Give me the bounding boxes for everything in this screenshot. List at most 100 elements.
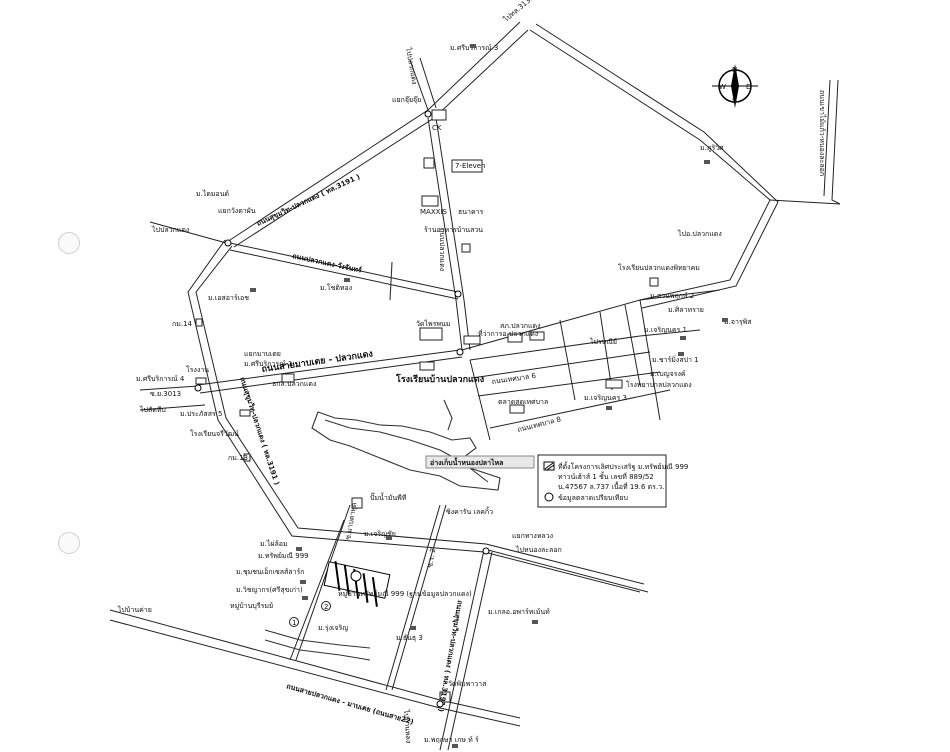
road-pluakdaeng-wangchan xyxy=(229,242,459,293)
subject-marker-a xyxy=(350,570,362,582)
place-40: ม.ทรัพย์มณี 999 xyxy=(258,552,309,560)
place-49: วัดพิมพาวาส xyxy=(448,680,487,688)
place-8: ม.ไดมอนด์ xyxy=(196,189,229,198)
road-west-small xyxy=(139,404,206,411)
junction xyxy=(224,239,232,247)
place-42: ม.ชุมชนเอ็กเซลส์ลาร์ก xyxy=(236,567,305,576)
legend-box xyxy=(537,454,667,508)
compass: N W E S xyxy=(712,64,758,108)
place-16: ม.เจริญนคร 1 xyxy=(644,326,687,334)
reservoir-label-box xyxy=(425,455,535,469)
reservoir-label: อ่างเก็บน้ำหนองปลาไหล xyxy=(430,456,503,467)
reservoir-outline xyxy=(311,411,501,491)
house-glyph xyxy=(250,288,256,292)
factory-icon xyxy=(351,497,363,509)
road-label-pluakdaeng: ถนนปลวกแดง xyxy=(438,228,446,271)
place-31: ซ.ย.3013 xyxy=(150,390,181,398)
legend-line-3: น.47567 ล.737 เนื้อที่ 19.6 ตร.ว. xyxy=(558,480,664,491)
legend-swatch-lines xyxy=(544,462,555,471)
road-soi-2-edge xyxy=(391,504,447,691)
road-sukhumvit-west-edge xyxy=(195,245,645,585)
place-6: ร้านอาหารบ้านสวน xyxy=(424,226,483,234)
place-2: CK xyxy=(432,124,442,132)
place-13: ม.สวนพฤกษ์ 2 xyxy=(650,292,694,300)
junctions xyxy=(194,110,490,708)
house-glyphs xyxy=(250,44,728,748)
road-east-branch xyxy=(769,199,841,205)
place-19: ที่ว่าการอ.ปลวกแดง xyxy=(478,329,538,338)
road-town-grid-2 xyxy=(471,351,651,379)
house-glyph xyxy=(344,278,350,282)
road-to-pluakdaeng-top-edge xyxy=(419,57,437,109)
marker-2 xyxy=(321,601,331,611)
marker-2-label: 2 xyxy=(324,603,328,611)
house-glyph xyxy=(704,160,710,164)
place-41: ม.เจริญชัย xyxy=(364,530,396,538)
road-pluakdaeng-wangchan-edge xyxy=(229,249,459,300)
road-town-grid-6 xyxy=(599,311,613,391)
km14-icon xyxy=(195,318,203,327)
subject-property-hatch xyxy=(334,560,378,607)
creek-south xyxy=(264,629,371,649)
road-right-vertical-edge xyxy=(823,79,831,197)
junction xyxy=(194,384,202,392)
place-46: ม.รุ่งเจริญ xyxy=(318,624,348,632)
dir-to-3138: ไปทล.3138 xyxy=(501,0,536,24)
road-label-rc2: ซ.ร. 2 xyxy=(426,548,437,569)
maxxis-building-icon xyxy=(421,195,439,207)
legend: ที่ตั้งโครงการเลิศประเสริฐ ม.ทรัพย์มณี 9… xyxy=(537,454,688,508)
place-14: ม.ศิลาทราย xyxy=(668,306,704,314)
road-pluakdaeng-ns xyxy=(427,117,463,351)
marker-1-label: 1 xyxy=(292,619,296,627)
road-sukhumvit-south-edge xyxy=(447,551,493,751)
house-glyph xyxy=(410,626,416,630)
place-48: ม.เกลอ.อพาร์ทเม้นท์ xyxy=(488,608,550,616)
house-glyph xyxy=(470,44,476,48)
place-30: ม.ศรีบริการณ์ 4 xyxy=(136,375,185,383)
road-to-pluakdaeng-top xyxy=(409,59,429,111)
place-24: ม.เจริญนคร 3 xyxy=(584,394,627,402)
dir-to-laemchabang: ไปอ.ปลวกแดง xyxy=(677,229,722,238)
binder-hole-bottom xyxy=(58,532,80,554)
place-20: ไปรษณีย์ xyxy=(589,337,617,346)
road-soi-left xyxy=(295,504,351,661)
road-ne-diagonal-edge xyxy=(535,23,779,309)
compass-w: W xyxy=(719,83,726,91)
road-town-grid-3 xyxy=(477,371,661,397)
house-glyph xyxy=(300,580,306,584)
place-37: ปั๊มน้ำมันพีที xyxy=(370,491,407,502)
junction xyxy=(482,547,490,555)
place-47: ม.ธันธุ 3 xyxy=(396,634,423,642)
place-5: ธนาคาร xyxy=(458,208,484,216)
place-32: ม.ประภัสสร 5 xyxy=(180,410,222,418)
police-station-icon xyxy=(507,333,523,343)
junction xyxy=(456,348,464,356)
house-glyph xyxy=(302,596,308,600)
road-town-grid-1 xyxy=(469,329,701,361)
junction xyxy=(436,700,444,708)
place-7: ม.ภูริวิศ xyxy=(700,144,724,152)
road-town-grid-7 xyxy=(624,304,641,386)
binder-hole-top xyxy=(58,232,80,254)
baac-bank-icon xyxy=(281,373,295,383)
stream-north xyxy=(389,261,393,301)
subject-property xyxy=(323,560,391,607)
road-label-pluak-north: ไปปลวกแดง xyxy=(404,46,420,85)
house-glyph xyxy=(722,318,728,322)
icons xyxy=(195,109,659,703)
dir-to-rayong-south: ไปบ้านพลง xyxy=(402,709,413,744)
road-soi-2 xyxy=(385,504,441,691)
place-1: แยกจุ๊ยจุ๊ย xyxy=(392,96,421,104)
road-soi-mid xyxy=(289,519,345,661)
house-glyph xyxy=(678,352,684,356)
creek-north xyxy=(443,399,453,431)
house-glyph xyxy=(532,620,538,624)
road-north-south-east xyxy=(639,299,661,421)
compass-n: N xyxy=(732,66,737,74)
legend-circle-icon xyxy=(544,492,554,502)
place-28: ธกส.ปลวกแดง xyxy=(272,380,316,388)
place-15: ม.จารุพิส xyxy=(724,318,752,326)
place-35: กม.13 xyxy=(228,454,248,462)
place-27: ม.ศรีบริการณ์ 1 xyxy=(244,360,292,368)
school-pluakdaeng-icon xyxy=(649,277,659,287)
